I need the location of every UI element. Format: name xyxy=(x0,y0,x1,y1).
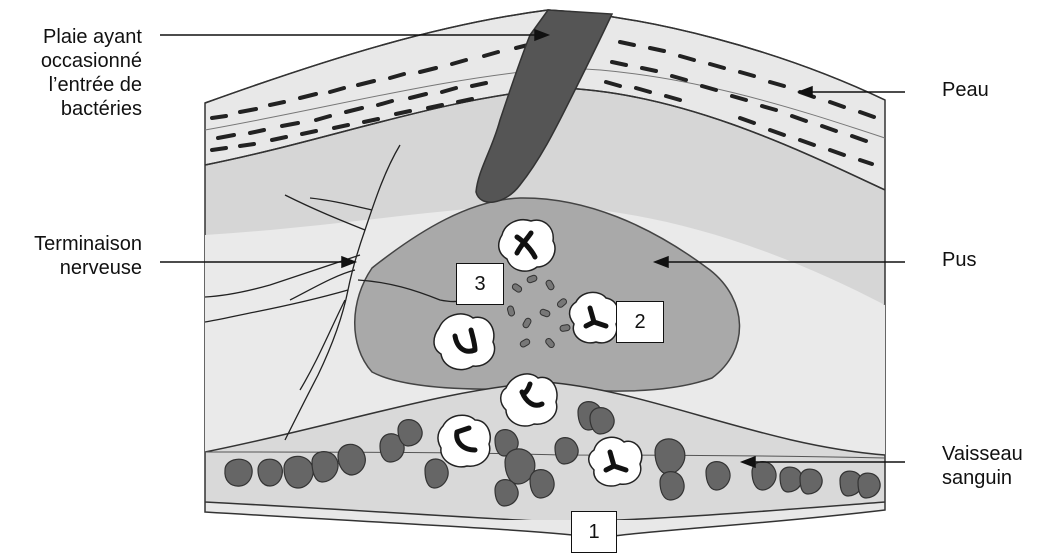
label-skin: Peau xyxy=(942,78,989,102)
label-wound-line-2: occasionné xyxy=(0,49,142,73)
label-vessel: Vaisseau sanguin xyxy=(942,442,1023,490)
label-nerve-line-2: nerveuse xyxy=(0,256,142,280)
label-pus: Pus xyxy=(942,248,976,272)
marker-box-3: 3 xyxy=(456,263,504,305)
label-vessel-line-1: Vaisseau xyxy=(942,442,1023,466)
label-nerve: Terminaison nerveuse xyxy=(0,232,142,280)
label-wound-line-1: Plaie ayant xyxy=(0,25,142,49)
label-wound-line-4: bactéries xyxy=(0,97,142,121)
label-wound: Plaie ayant occasionné l’entrée de bacté… xyxy=(0,25,142,121)
marker-box-1: 1 xyxy=(571,511,617,553)
label-vessel-line-2: sanguin xyxy=(942,466,1023,490)
marker-box-2: 2 xyxy=(616,301,664,343)
label-wound-line-3: l’entrée de xyxy=(0,73,142,97)
label-nerve-line-1: Terminaison xyxy=(0,232,142,256)
